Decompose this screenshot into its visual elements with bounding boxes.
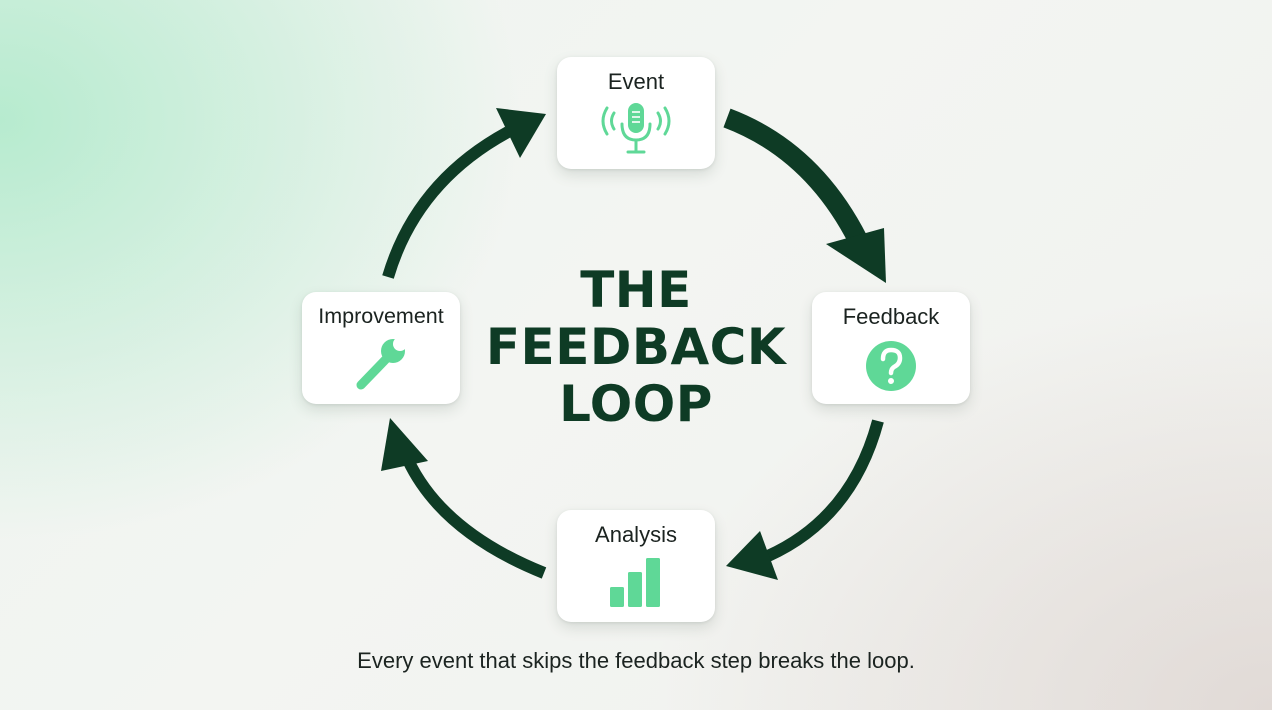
- node-analysis-label: Analysis: [595, 522, 677, 547]
- node-feedback-label: Feedback: [842, 304, 940, 329]
- node-analysis: Analysis: [557, 510, 715, 622]
- arrow-feedback-to-analysis: [726, 419, 884, 580]
- title-line-1: THE: [580, 261, 692, 319]
- arrow-analysis-to-improvement: [381, 418, 547, 579]
- diagram-title: THE FEEDBACK LOOP: [456, 262, 816, 433]
- node-improvement-label: Improvement: [318, 304, 444, 328]
- node-event-label: Event: [607, 69, 665, 94]
- title-line-2: FEEDBACK: [485, 318, 787, 376]
- bar-chart-icon: [610, 558, 660, 607]
- caption: Every event that skips the feedback step…: [357, 648, 915, 673]
- node-improvement: Improvement: [302, 292, 460, 404]
- microphone-icon: [601, 103, 671, 154]
- node-event: Event: [557, 57, 715, 169]
- title-line-3: LOOP: [559, 375, 713, 433]
- node-feedback: Feedback: [812, 292, 970, 404]
- wrench-icon: [356, 338, 407, 390]
- question-mark-icon: [866, 341, 916, 391]
- arrow-event-to-feedback: [723, 108, 886, 283]
- arrow-improvement-to-event: [382, 108, 546, 279]
